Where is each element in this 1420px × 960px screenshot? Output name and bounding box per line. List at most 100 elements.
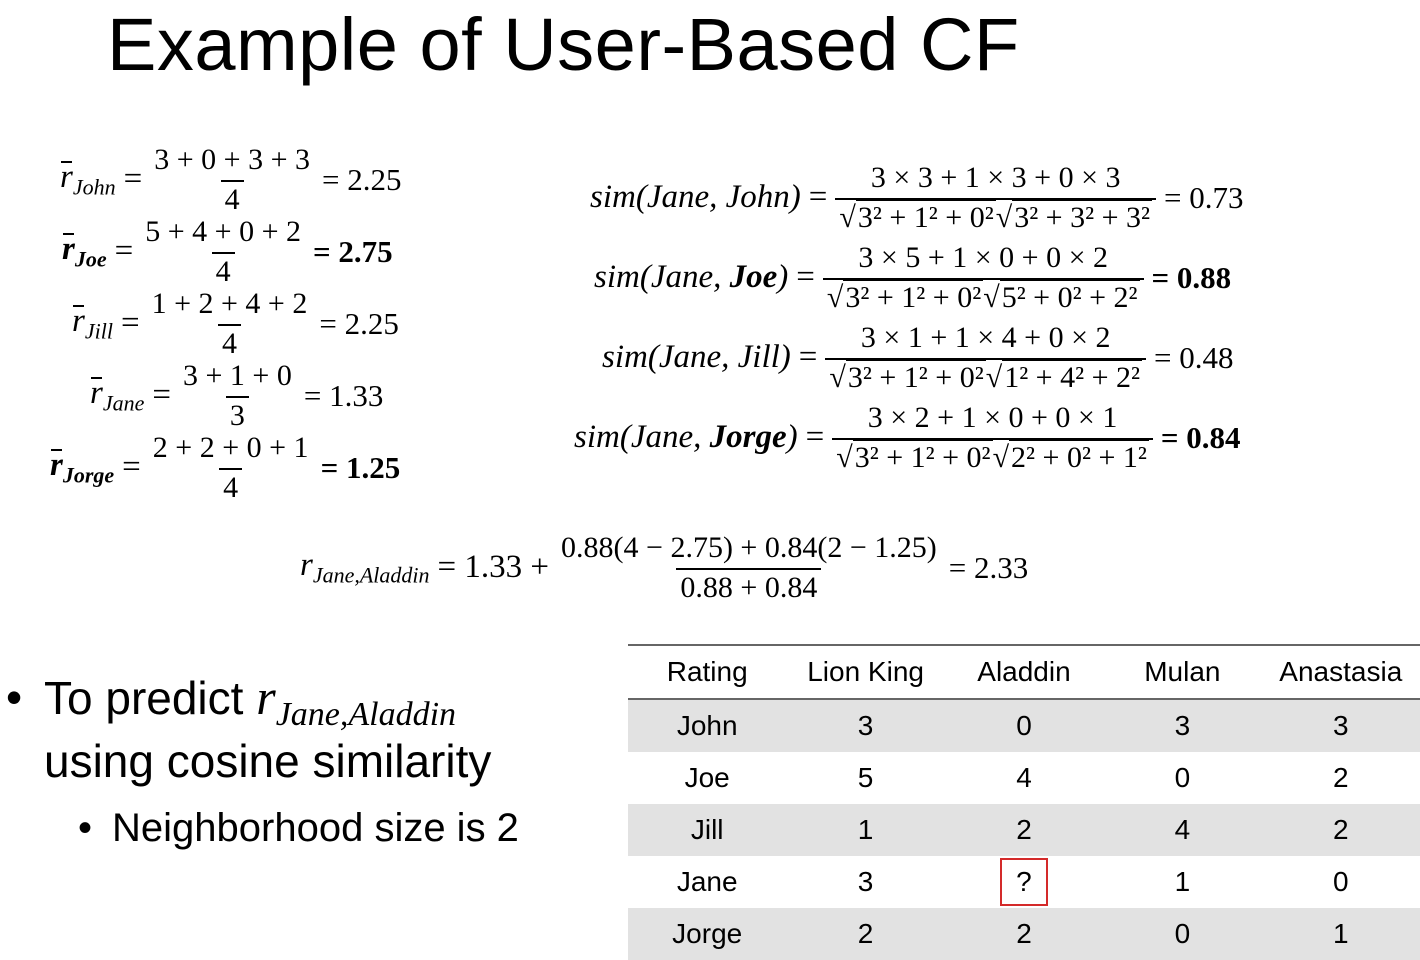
radicand: 3² + 1² + 0² (855, 199, 996, 234)
average-fraction: 3 + 1 + 0 3 (179, 358, 296, 433)
bullet-sub-text: Neighborhood size is 2 (112, 806, 519, 850)
similarity-user: Jill (737, 339, 780, 375)
rating-cell: 1 (1261, 908, 1420, 960)
prediction-result: = 2.33 (948, 549, 1029, 585)
similarity-numerator: 3 × 3 + 1 × 3 + 0 × 3 (870, 161, 1121, 194)
rating-cell: 1 (786, 804, 945, 856)
rating-cell: 3 (1261, 699, 1420, 752)
average-fraction: 3 + 0 + 3 + 3 4 (150, 142, 314, 217)
average-denominator: 3 (225, 396, 249, 433)
average-numerator: 5 + 4 + 0 + 2 (145, 215, 301, 248)
row-user-cell: Jill (628, 804, 787, 856)
sqrt-sign: √ (839, 201, 856, 234)
prediction-denominator: 0.88 + 0.84 (676, 568, 822, 605)
row-user-cell: John (628, 699, 787, 752)
bullet-main-math: rJane,Aladdin (256, 669, 457, 733)
row-user-cell: Jane (676, 866, 738, 897)
similarity-fraction: 3 × 2 + 1 × 0 + 0 × 1 √3² + 1² + 0²√2² + … (832, 400, 1153, 475)
sqrt-sign: √ (985, 361, 1003, 394)
radicand: 5² + 0² + 2² (999, 279, 1140, 314)
average-result: = 2.75 (313, 233, 393, 269)
row-user-cell: Joe (684, 762, 730, 793)
similarity-numerator: 3 × 2 + 1 × 0 + 0 × 1 (867, 401, 1118, 434)
row-user-cell: Jorge (628, 908, 787, 960)
column-header: Rating (628, 644, 787, 700)
average-numerator: 1 + 2 + 4 + 2 (151, 287, 308, 320)
rating-cell: 5 (857, 762, 874, 793)
rating-cell: 2 (1332, 762, 1349, 793)
similarity-lhs: sim(Jane, Jorge) (574, 419, 798, 455)
similarity-result: = 0.48 (1154, 339, 1234, 375)
similarity-numerator: 3 × 1 + 1 × 4 + 0 × 2 (860, 321, 1111, 354)
unknown-rating-highlight: ? (999, 858, 1048, 906)
prediction-numerator: 0.88(4 − 2.75) + 0.84(2 − 1.25) (561, 531, 937, 564)
similarity-equation: sim(Jane, Joe)=3 × 5 + 1 × 0 + 0 × 2√3² … (594, 240, 1231, 315)
similarity-denominator: √3² + 1² + 0²√3² + 3² + 3² (835, 198, 1157, 235)
rating-cell: 3 (786, 699, 945, 752)
radicand: 3² + 1² + 0² (845, 359, 986, 394)
radicand: 3² + 1² + 0² (843, 279, 984, 314)
similarity-lhs: sim(Jane, John) (590, 179, 801, 215)
similarity-numerator: 3 × 5 + 1 × 0 + 0 × 2 (858, 241, 1109, 274)
similarity-lhs: sim(Jane, Joe) (594, 259, 789, 295)
sqrt-sign: √ (992, 441, 1010, 474)
similarity-denominator: √3² + 1² + 0²√2² + 0² + 1² (832, 438, 1153, 475)
equals-sign: = (114, 233, 134, 269)
rating-cell: 4 (1016, 762, 1032, 793)
similarity-equation: sim(Jane, Jorge)=3 × 2 + 1 × 0 + 0 × 1√3… (574, 400, 1241, 475)
average-lhs: rJorge (50, 446, 115, 488)
radicand: 2² + 0² + 1² (1009, 439, 1149, 474)
rating-cell: 2 (1261, 804, 1420, 856)
rating-cell: 3 (1103, 699, 1262, 752)
bullet-sub: • Neighborhood size is 2 (78, 802, 519, 854)
bullet-sub-dot: • (78, 806, 93, 850)
bullet-main-text: To predict (44, 672, 257, 724)
similarity-result: = 0.84 (1160, 419, 1241, 455)
average-denominator: 4 (211, 252, 235, 289)
similarity-fraction: 3 × 5 + 1 × 0 + 0 × 2√3² + 1² + 0²√5² + … (822, 240, 1144, 315)
similarity-user: Joe (729, 259, 778, 295)
similarity-equation: sim(Jane, Jill)=3 × 1 + 1 × 4 + 0 × 2√3²… (602, 320, 1234, 395)
rating-cell: 2 (786, 908, 945, 960)
similarity-denominator: √3² + 1² + 0²√1² + 4² + 2² (825, 358, 1147, 395)
average-result: = 1.33 (303, 377, 384, 413)
similarity-equation: sim(Jane, John)=3 × 3 + 1 × 3 + 0 × 3√3²… (590, 160, 1244, 235)
radicand: 3² + 1² + 0² (852, 439, 993, 474)
rating-cell: 0 (944, 699, 1104, 752)
average-lhs: rJane (90, 374, 145, 416)
similarity-fraction: 3 × 3 + 1 × 3 + 0 × 3√3² + 1² + 0²√3² + … (835, 160, 1157, 235)
similarity-result: = 0.88 (1151, 259, 1232, 295)
average-numerator: 3 + 1 + 0 (183, 359, 292, 392)
column-header: Anastasia (1261, 644, 1420, 700)
average-denominator: 4 (220, 180, 244, 217)
radicand: 3² + 3² + 3² (1012, 199, 1153, 234)
average-result: = 2.25 (322, 161, 402, 197)
equals-sign: = (796, 259, 815, 295)
similarity-user: John (725, 179, 790, 215)
average-denominator: 4 (217, 324, 241, 361)
prediction-equation: rJane,Aladdin = 1.33 + 0.88(4 − 2.75) + … (300, 530, 1028, 605)
rating-cell: 3 (857, 866, 874, 897)
average-numerator: 3 + 0 + 3 + 3 (154, 143, 310, 176)
rating-cell: 0 (1332, 866, 1349, 897)
average-numerator: 2 + 2 + 0 + 1 (152, 431, 309, 464)
column-header: Mulan (1103, 644, 1262, 700)
equals-sign: = (152, 377, 171, 413)
bullet-dot: • (6, 671, 23, 723)
radicand: 1² + 4² + 2² (1002, 359, 1143, 394)
rating-cell: 0 (1103, 908, 1262, 960)
similarity-fraction: 3 × 1 + 1 × 4 + 0 × 2 √3² + 1² + 0²√1² + … (825, 320, 1147, 395)
equals-sign: = (123, 161, 143, 197)
similarity-result: = 0.73 (1164, 179, 1244, 215)
